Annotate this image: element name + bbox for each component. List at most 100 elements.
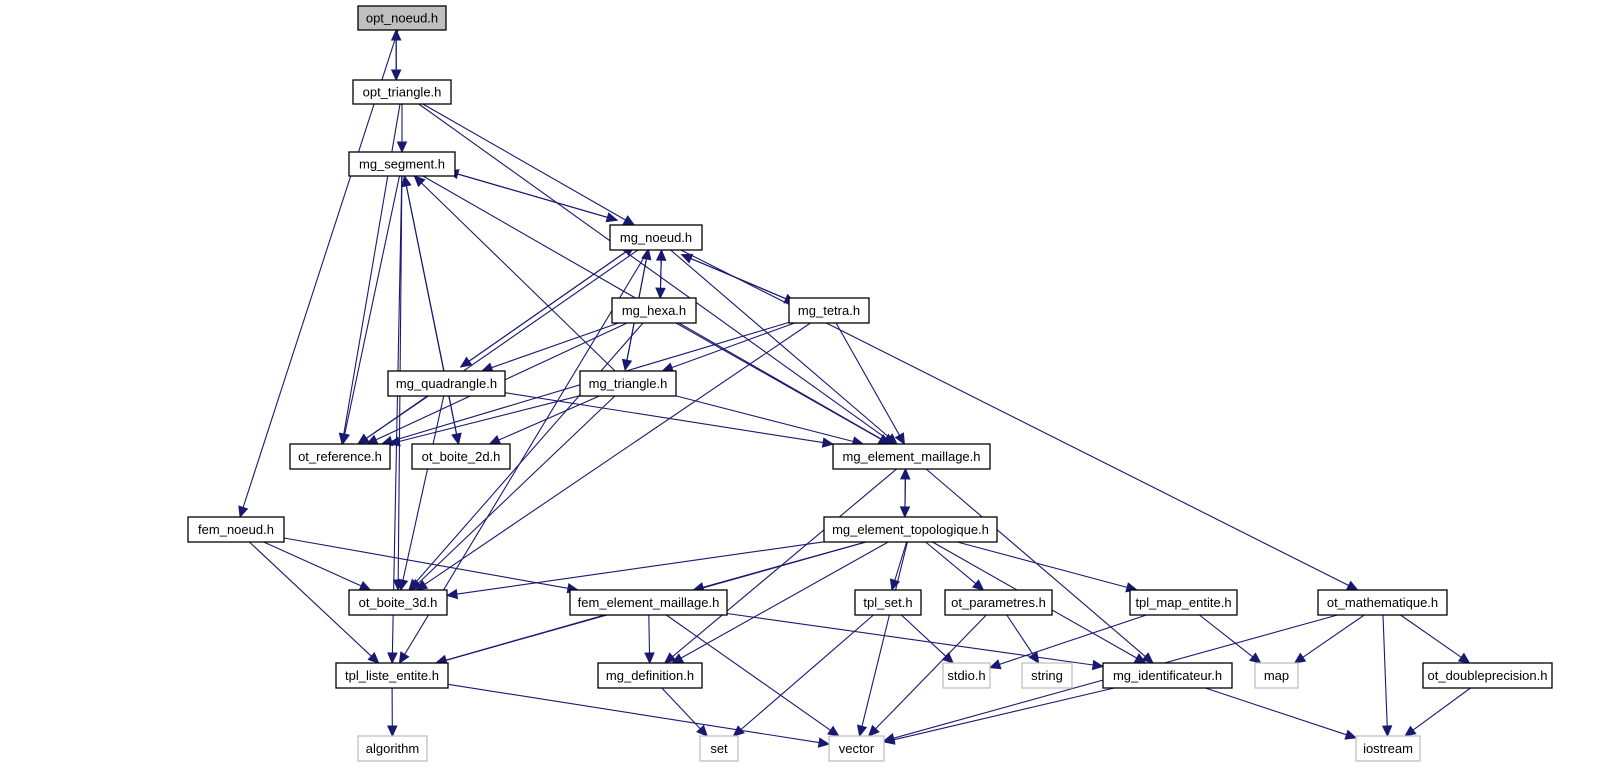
node-opt-triangle[interactable]: opt_triangle.h: [352, 79, 452, 105]
edge-ot_doubleprecision-to-iostream: [1412, 687, 1471, 731]
arrowhead-icon: [988, 659, 1002, 670]
arrowhead-icon: [1141, 652, 1154, 664]
node-set: set: [699, 735, 739, 762]
node-box: [1021, 662, 1073, 689]
arrowhead-icon: [410, 578, 423, 591]
edge-mg_triangle-to-ot_boite_3d: [418, 395, 616, 584]
node-mg-quadrangle[interactable]: mg_quadrangle.h: [387, 370, 506, 397]
node-label: iostream: [1363, 741, 1413, 756]
node-box: [348, 589, 448, 616]
node-mg-definition[interactable]: mg_definition.h: [597, 662, 703, 689]
node-mg-identificateur[interactable]: mg_identificateur.h: [1102, 662, 1233, 689]
arrowhead-icon: [1344, 729, 1358, 740]
node-label: ot_boite_2d.h: [422, 449, 501, 464]
arrowhead-icon: [821, 437, 835, 448]
node-iostream: iostream: [1355, 735, 1421, 762]
edge-mg_element_topologique-to-tpl_map_entite: [957, 541, 1128, 588]
arrowhead-icon: [1293, 652, 1307, 664]
edge-mg_element_topologique-to-tpl_set: [894, 541, 908, 581]
node-box: [187, 516, 285, 543]
node-ot-boite-2d[interactable]: ot_boite_2d.h: [411, 443, 511, 470]
edge-mg_tetra-to-mg_element_maillage: [835, 322, 900, 436]
node-mg-noeud[interactable]: mg_noeud.h: [609, 224, 703, 251]
node-fem-element-maillage[interactable]: fem_element_maillage.h: [569, 589, 728, 616]
node-ot-mathematique[interactable]: ot_mathematique.h: [1317, 589, 1448, 616]
edge-ot_mathematique-to-map: [1302, 614, 1365, 658]
edge-ot_parametres-to-vector: [875, 614, 987, 730]
node-tpl-set[interactable]: tpl_set.h: [854, 589, 922, 616]
edge-mg_segment-to-tpl_liste_entite: [391, 175, 403, 654]
edge-mg_element_maillage-to-mg_definition: [672, 468, 897, 658]
node-box: [609, 224, 703, 251]
node-mg-triangle[interactable]: mg_triangle.h: [579, 370, 677, 397]
node-ot-parametres[interactable]: ot_parametres.h: [944, 589, 1053, 616]
node-box: [357, 735, 428, 762]
node-opt-noeud[interactable]: opt_noeud.h: [357, 5, 447, 31]
node-label: fem_noeud.h: [198, 522, 274, 537]
node-box: [828, 735, 885, 762]
node-label: algorithm: [366, 741, 419, 756]
arrowhead-icon: [1091, 659, 1105, 671]
node-box: [1317, 589, 1448, 616]
arrowhead-icon: [358, 580, 372, 591]
arrowhead-icon: [1345, 580, 1359, 591]
edge-mg_element_topologique-to-ot_boite_3d: [456, 541, 825, 595]
node-label: mg_tetra.h: [798, 303, 860, 318]
edge-ot_mathematique-to-ot_doubleprecision: [1400, 614, 1462, 658]
arrowhead-icon: [488, 434, 502, 445]
node-box: [335, 662, 449, 689]
node-mg-element-maillage[interactable]: mg_element_maillage.h: [832, 443, 991, 470]
arrowhead-icon: [889, 578, 900, 592]
arrowhead-icon: [655, 248, 667, 261]
edge-mg_quadrangle-to-mg_element_maillage: [504, 392, 824, 444]
arrowhead-icon: [972, 579, 985, 591]
edge-tpl_liste_entite-to-vector: [447, 683, 820, 744]
node-tpl-liste-entite[interactable]: tpl_liste_entite.h: [335, 662, 449, 689]
node-mg-segment[interactable]: mg_segment.h: [348, 151, 456, 177]
arrowhead-icon: [1028, 651, 1040, 665]
node-vector: vector: [828, 735, 885, 762]
edge-fem_noeud-to-tpl_liste_entite: [249, 541, 372, 657]
node-box: [942, 662, 991, 689]
node-stdio: stdio.h: [942, 662, 991, 689]
node-fem-noeud[interactable]: fem_noeud.h: [187, 516, 285, 543]
arrowhead-icon: [900, 467, 911, 480]
node-label: ot_reference.h: [298, 449, 382, 464]
node-mg-hexa[interactable]: mg_hexa.h: [611, 297, 697, 324]
arrowhead-icon: [622, 215, 636, 226]
edge-fem_noeud-to-fem_element_maillage: [283, 537, 569, 589]
edge-mg_hexa-to-mg_element_maillage: [675, 322, 882, 440]
node-box: [611, 297, 697, 324]
node-label: mg_noeud.h: [620, 230, 692, 245]
edge-mg_element_topologique-to-vector: [861, 541, 908, 727]
node-box: [823, 516, 998, 543]
edge-mg_noeud-to-tpl_liste_entite: [404, 249, 649, 655]
edge-mg_tetra-to-mg_triangle: [671, 322, 795, 369]
node-mg-element-topologique[interactable]: mg_element_topologique.h: [823, 516, 998, 543]
node-label: mg_triangle.h: [589, 376, 668, 391]
arrowhead-icon: [680, 253, 694, 264]
arrowhead-icon: [401, 174, 412, 188]
edge-mg_quadrangle-to-ot_boite_2d: [448, 395, 458, 435]
edge-mg_hexa-to-ot_boite_3d: [415, 322, 644, 583]
node-mg-tetra[interactable]: mg_tetra.h: [788, 297, 870, 324]
node-label: mg_identificateur.h: [1113, 668, 1222, 683]
node-ot-boite-3d[interactable]: ot_boite_3d.h: [348, 589, 448, 616]
arrowhead-icon: [882, 734, 896, 745]
node-label: mg_definition.h: [606, 668, 694, 683]
arrowhead-icon: [398, 651, 410, 665]
arrowhead-icon: [387, 725, 398, 738]
nodes-layer: opt_noeud.h opt_triangle.h mg_segment.h mg_…: [187, 5, 1553, 762]
node-ot-doubleprecision[interactable]: ot_doubleprecision.h: [1422, 662, 1553, 689]
node-label: mg_quadrangle.h: [396, 376, 497, 391]
node-tpl-map-entite[interactable]: tpl_map_entite.h: [1129, 589, 1238, 616]
edge-mg_identificateur-to-iostream: [1205, 687, 1347, 736]
edge-tpl_map_entite-to-stdio: [999, 614, 1147, 665]
node-box: [832, 443, 991, 470]
node-label: fem_element_maillage.h: [578, 595, 720, 610]
arrowhead-icon: [413, 175, 426, 188]
edge-mg_quadrangle-to-ot_reference: [366, 395, 429, 439]
node-ot-reference[interactable]: ot_reference.h: [289, 443, 391, 470]
node-box: [1102, 662, 1233, 689]
